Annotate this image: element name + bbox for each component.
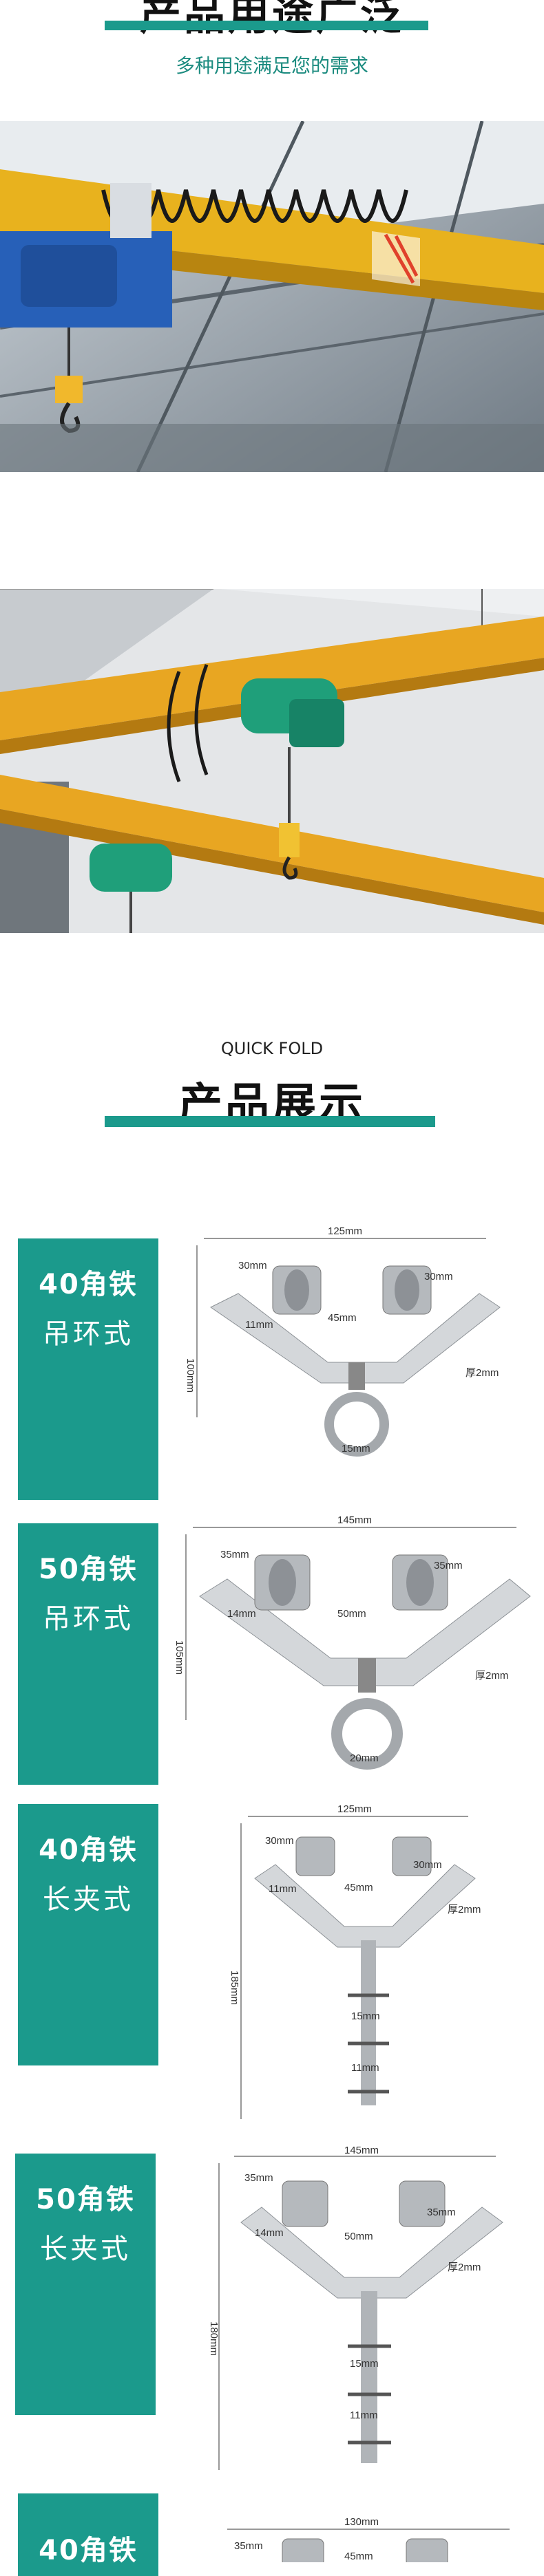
product-type: 50角铁 (39, 1554, 138, 1585)
svg-text:20mm: 20mm (350, 1752, 379, 1764)
svg-text:35mm: 35mm (234, 2540, 263, 2552)
product-type: 40角铁 (39, 1269, 138, 1300)
svg-text:35mm: 35mm (244, 2172, 273, 2184)
svg-text:15mm: 15mm (342, 1443, 370, 1455)
product-style: 长夹式 (43, 1884, 134, 1915)
svg-text:35mm: 35mm (427, 2207, 456, 2218)
section-eyebrow: QUICK FOLD (220, 1039, 324, 1058)
svg-text:45mm: 45mm (328, 1312, 357, 1324)
svg-text:125mm: 125mm (328, 1225, 362, 1237)
svg-text:35mm: 35mm (434, 1560, 463, 1571)
svg-text:45mm: 45mm (344, 1882, 373, 1893)
svg-text:30mm: 30mm (265, 1835, 294, 1847)
svg-text:14mm: 14mm (227, 1608, 256, 1620)
product-card-1: 40角铁 吊环式 (18, 1238, 158, 1500)
product-card-5: 40角铁 (18, 2493, 158, 2576)
title-underline (105, 21, 428, 30)
product-diagram-3: 125mm 185mm 30mm 45mm 11mm 30mm 厚2mm 15m… (227, 1803, 530, 2126)
svg-text:11mm: 11mm (245, 1319, 273, 1331)
product-type: 40角铁 (39, 2535, 138, 2566)
section-title-uses: 产品用途广泛 (140, 0, 404, 40)
product-card-4: 50角铁 长夹式 (15, 2154, 156, 2415)
product-type: 40角铁 (39, 1834, 138, 1866)
svg-text:厚2mm: 厚2mm (448, 2262, 481, 2273)
svg-text:45mm: 45mm (344, 2551, 373, 2562)
svg-text:11mm: 11mm (351, 2062, 379, 2074)
svg-text:厚2mm: 厚2mm (465, 1367, 499, 1379)
svg-text:14mm: 14mm (255, 2227, 284, 2239)
svg-text:30mm: 30mm (413, 1859, 442, 1871)
svg-text:30mm: 30mm (238, 1260, 267, 1271)
svg-text:130mm: 130mm (344, 2516, 379, 2528)
svg-text:30mm: 30mm (424, 1271, 453, 1282)
svg-text:35mm: 35mm (220, 1549, 249, 1560)
product-style: 长夹式 (40, 2233, 131, 2265)
product-diagram-4: 145mm 180mm 35mm 50mm 14mm 35mm 厚2mm 15m… (207, 2145, 530, 2477)
product-diagram-2: 145mm 105mm 35mm 50mm 14mm 35mm 厚2mm 20m… (172, 1514, 537, 1803)
title-underline-2 (105, 1116, 435, 1127)
svg-text:100mm: 100mm (185, 1358, 196, 1393)
svg-text:145mm: 145mm (344, 2147, 379, 2156)
product-diagram-1: 125mm 100mm 30mm 45mm 11mm 30mm 厚2mm 15m… (176, 1225, 534, 1507)
crane-photo-1 (0, 121, 544, 472)
product-style: 吊环式 (43, 1603, 134, 1635)
svg-text:105mm: 105mm (174, 1640, 185, 1675)
crane-photo-2 (0, 589, 544, 933)
product-card-3: 40角铁 长夹式 (18, 1804, 158, 2065)
svg-text:50mm: 50mm (344, 2231, 373, 2242)
svg-text:145mm: 145mm (337, 1514, 372, 1526)
svg-text:15mm: 15mm (351, 2010, 380, 2022)
product-style: 吊环式 (43, 1318, 134, 1350)
svg-text:11mm: 11mm (350, 2409, 378, 2421)
product-diagram-5: 130mm 35mm 45mm (207, 2511, 530, 2567)
svg-text:厚2mm: 厚2mm (448, 1904, 481, 1915)
section-subtitle: 多种用途满足您的需求 (175, 54, 368, 77)
svg-text:50mm: 50mm (337, 1608, 366, 1620)
svg-text:厚2mm: 厚2mm (475, 1670, 508, 1682)
svg-text:185mm: 185mm (229, 1971, 240, 2005)
svg-text:180mm: 180mm (208, 2321, 220, 2356)
svg-text:15mm: 15mm (350, 2358, 379, 2370)
product-card-2: 50角铁 吊环式 (18, 1523, 158, 1785)
svg-text:11mm: 11mm (269, 1883, 297, 1895)
product-type: 50角铁 (36, 2184, 135, 2215)
svg-text:125mm: 125mm (337, 1803, 372, 1815)
